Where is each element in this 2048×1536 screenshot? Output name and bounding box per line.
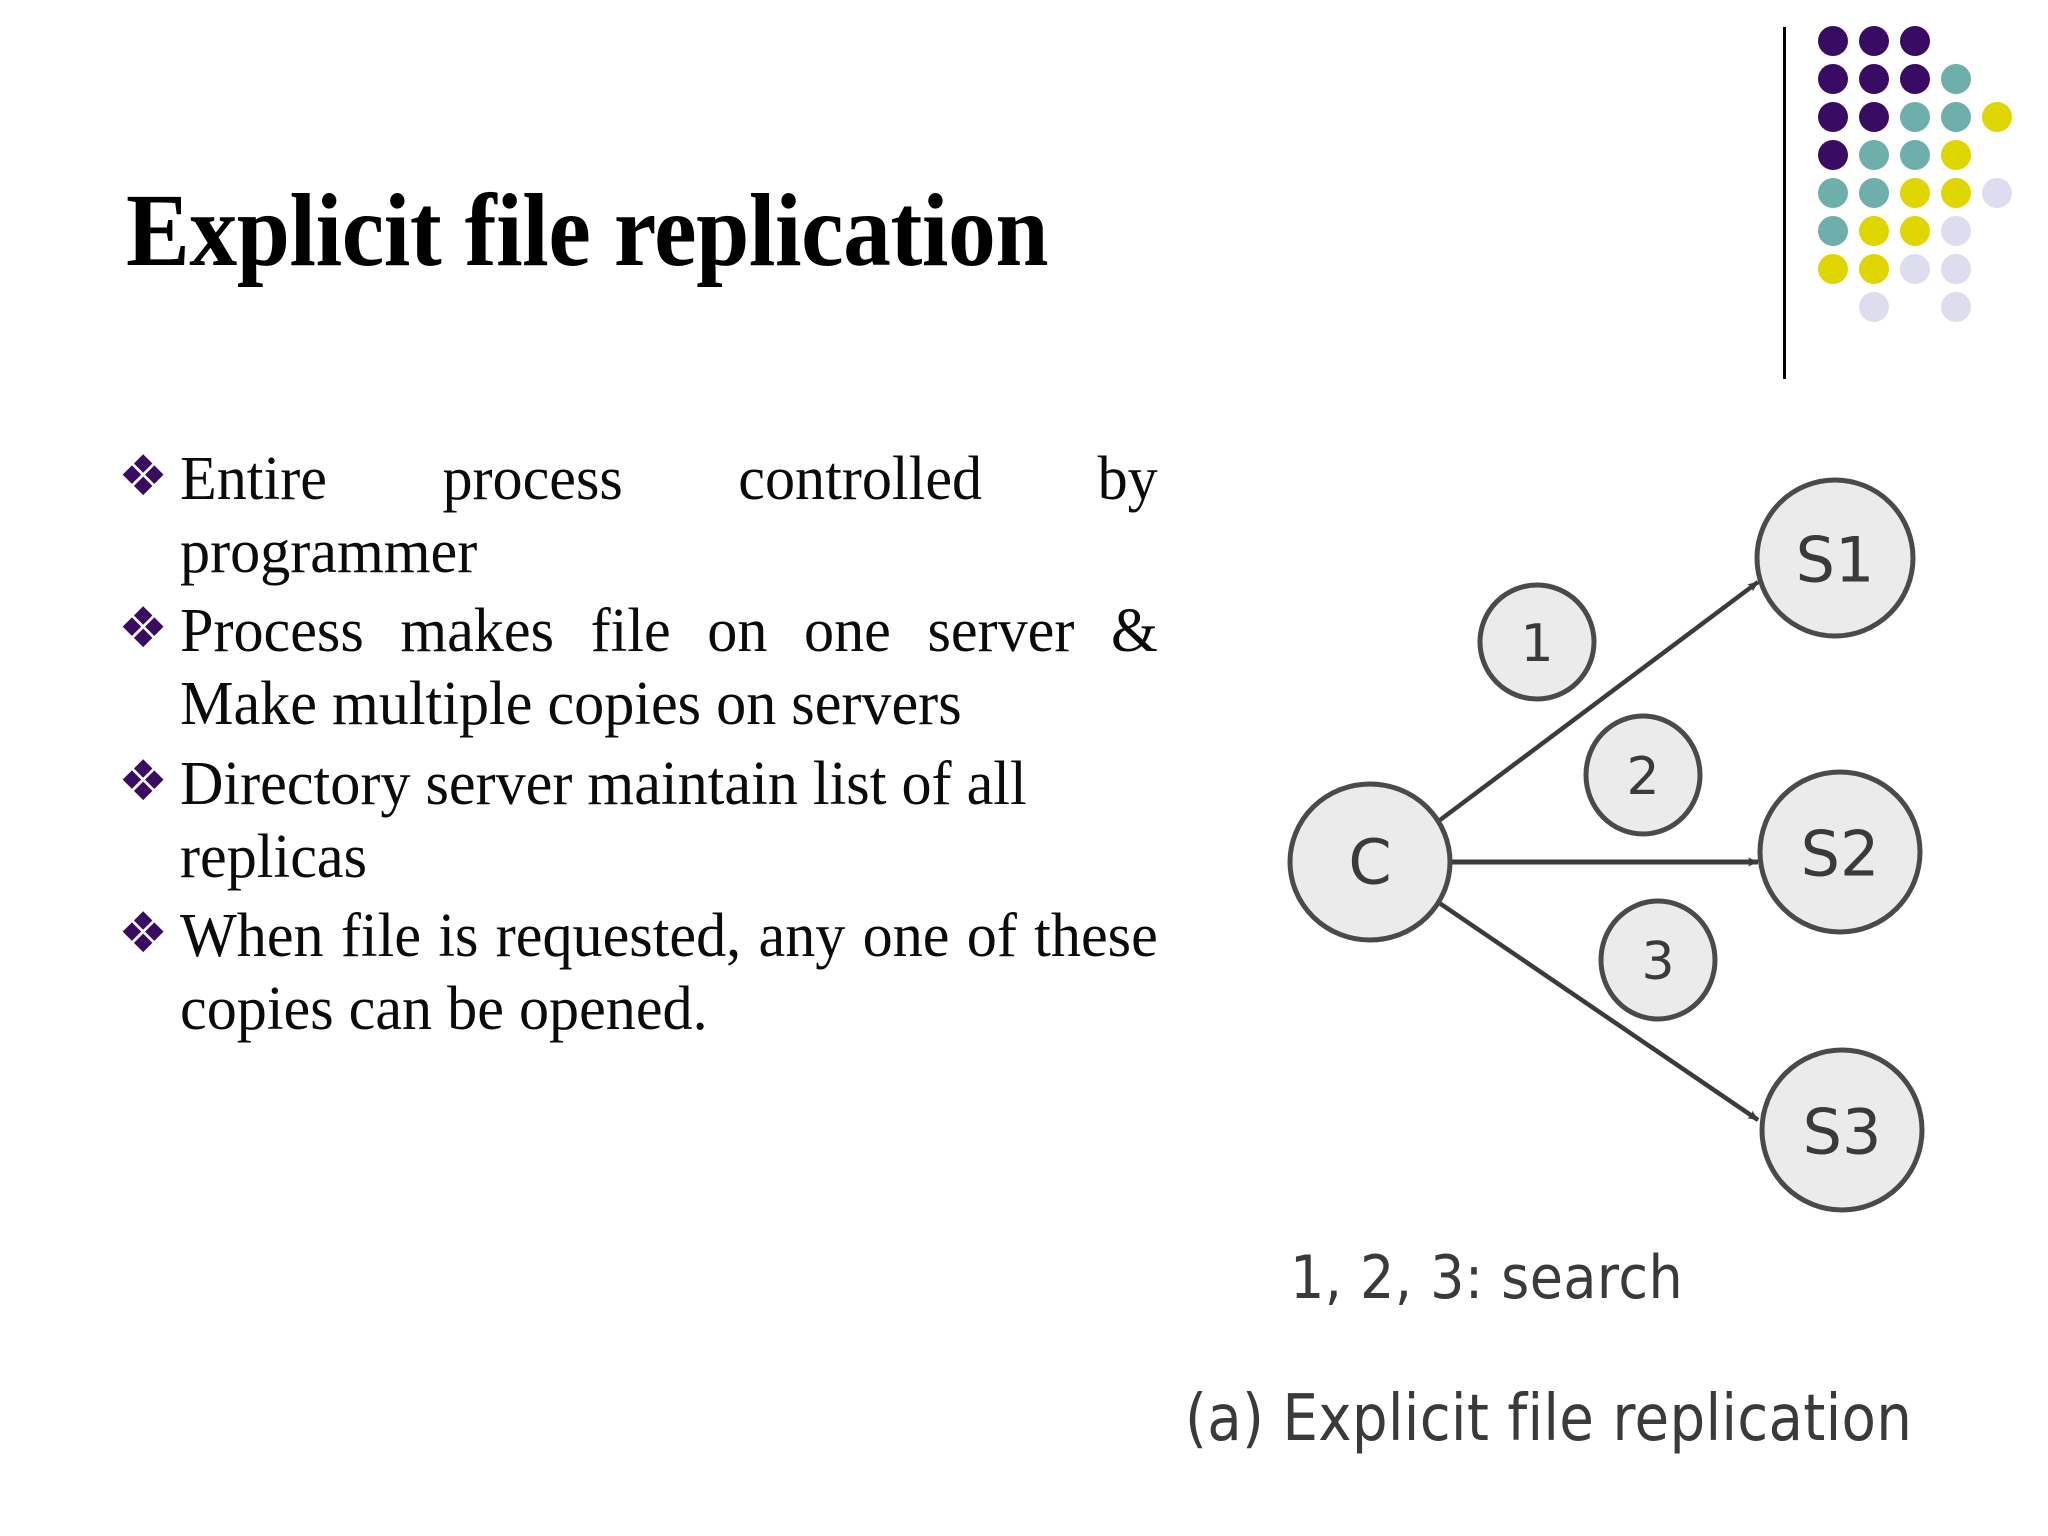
logo-dot-yellow — [1941, 140, 1971, 170]
logo-dot-lavender — [1859, 292, 1889, 322]
figure-legend: 1, 2, 3: search — [1290, 1243, 1684, 1313]
list-item-label: When file is requested, any one of these… — [180, 901, 1158, 1044]
logo-dot-yellow — [1859, 216, 1889, 246]
logo-dot-teal — [1900, 140, 1930, 170]
edge-c-to-s1 — [1430, 580, 1760, 828]
node-circle — [1759, 1047, 1925, 1213]
logo-dot-lavender — [1941, 216, 1971, 246]
marker-label-3: 3 — [1641, 932, 1674, 992]
logo-dot-purple — [1859, 26, 1889, 56]
figure-caption: (a) Explicit file replication — [1185, 1382, 1913, 1456]
marker-circle — [1477, 582, 1597, 702]
dot-grid-logo — [1818, 26, 2038, 326]
node-label-s1: S1 — [1796, 524, 1875, 597]
list-item-label: Entire process controlled by programmer — [180, 445, 1158, 587]
marker-label-2: 2 — [1626, 747, 1659, 807]
logo-dot-teal — [1818, 216, 1848, 246]
diagram-step-marker-3: 3 — [1598, 898, 1718, 1022]
node-label-c: C — [1348, 826, 1391, 899]
marker-label-1: 1 — [1520, 614, 1553, 674]
logo-dot-lavender — [1941, 254, 1971, 284]
list-item-label: Process makes file on one server & Make … — [180, 597, 1158, 739]
logo-dot-yellow — [1818, 254, 1848, 284]
logo-dot-lavender — [1941, 292, 1971, 322]
logo-dot-lavender — [1982, 178, 2012, 208]
diagram-edges — [1430, 580, 1760, 1122]
node-circle — [1757, 769, 1923, 935]
logo-dot-teal — [1859, 178, 1889, 208]
logo-vertical-rule — [1783, 27, 1786, 379]
logo-dot-purple — [1818, 102, 1848, 132]
list-item-label: Directory server maintain list of all re… — [180, 749, 1027, 891]
diagram-step-marker-1: 1 — [1477, 582, 1597, 702]
diagram-node-s2[interactable]: S2 — [1757, 769, 1923, 935]
bullet-list: ❖ Entire process controlled by programme… — [118, 443, 1188, 1052]
logo-dot-purple — [1859, 64, 1889, 94]
logo-dot-yellow — [1941, 178, 1971, 208]
node-label-s3: S3 — [1803, 1096, 1882, 1169]
page-title: Explicit file replication — [126, 173, 1049, 288]
diagram-node-client[interactable]: C — [1287, 781, 1453, 943]
node-circle — [1287, 781, 1453, 943]
logo-dot-teal — [1818, 178, 1848, 208]
edge-c-to-s3 — [1430, 896, 1760, 1122]
list-item: ❖ When file is requested, any one of the… — [118, 900, 1188, 1046]
diamond-bullet-icon: ❖ — [118, 748, 169, 814]
diamond-bullet-icon: ❖ — [118, 596, 169, 662]
marker-circle — [1583, 713, 1703, 837]
logo-dot-purple — [1859, 102, 1889, 132]
diamond-bullet-icon: ❖ — [118, 444, 169, 509]
list-item: ❖ Directory server maintain list of all … — [118, 748, 1188, 894]
logo-dot-purple — [1818, 26, 1848, 56]
diagram-svg: C S1 S2 S3 1 — [1287, 477, 1925, 1213]
list-item: ❖ Entire process controlled by programme… — [118, 443, 1188, 589]
node-label-s2: S2 — [1801, 818, 1880, 891]
logo-dot-purple — [1900, 64, 1930, 94]
diagram-node-s1[interactable]: S1 — [1754, 477, 1916, 639]
logo-dot-teal — [1941, 102, 1971, 132]
list-item: ❖ Process makes file on one server & Mak… — [118, 595, 1188, 741]
logo-dot-yellow — [1900, 178, 1930, 208]
explicit-file-replication-diagram: C S1 S2 S3 1 — [1180, 430, 2048, 1530]
logo-dot-lavender — [1900, 254, 1930, 284]
logo-dot-yellow — [1859, 254, 1889, 284]
diamond-bullet-icon: ❖ — [118, 900, 169, 966]
logo-dot-yellow — [1982, 102, 2012, 132]
logo-dot-yellow — [1900, 216, 1930, 246]
logo-dot-teal — [1859, 140, 1889, 170]
logo-dot-purple — [1818, 64, 1848, 94]
node-circle — [1754, 477, 1916, 639]
logo-dot-teal — [1941, 64, 1971, 94]
logo-dot-purple — [1818, 140, 1848, 170]
logo-dot-purple — [1900, 26, 1930, 56]
marker-circle — [1598, 898, 1718, 1022]
diagram-node-s3[interactable]: S3 — [1759, 1047, 1925, 1213]
diagram-step-marker-2: 2 — [1583, 713, 1703, 837]
logo-dot-teal — [1900, 102, 1930, 132]
